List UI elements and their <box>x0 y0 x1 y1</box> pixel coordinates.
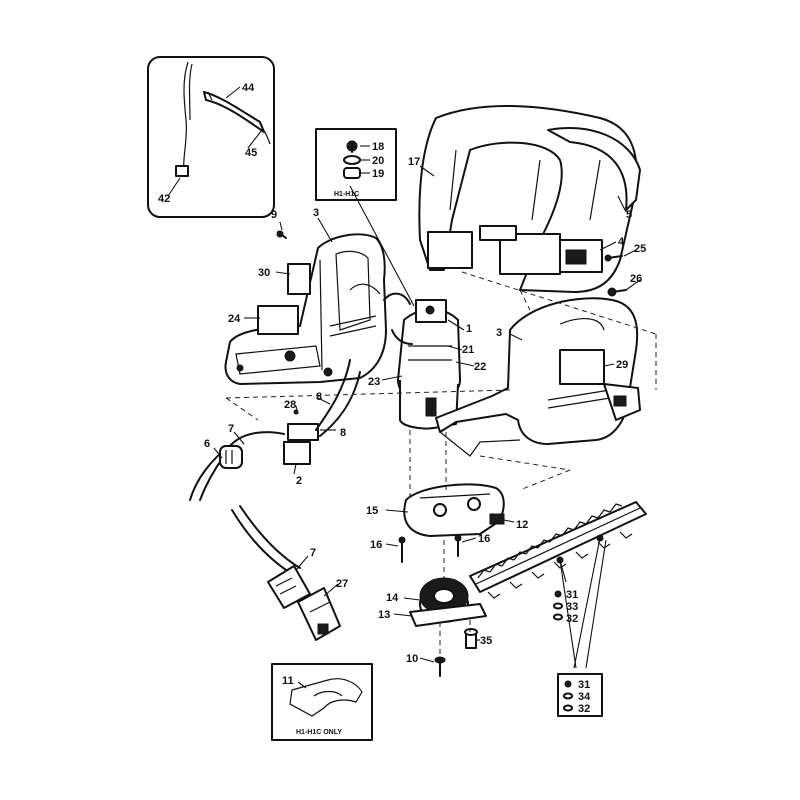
drive-gear <box>409 577 487 627</box>
inset-cable-clip <box>147 56 275 218</box>
callout-22: 22 <box>474 361 486 373</box>
inset-leaders-1 <box>167 86 263 197</box>
callout-33: 33 <box>566 601 578 613</box>
callout-31b: 31 <box>578 679 590 691</box>
callout-2: 2 <box>296 475 302 487</box>
callout-28: 28 <box>284 399 296 411</box>
left-housing-half <box>224 233 387 385</box>
callout-26: 26 <box>630 273 642 285</box>
callout-4: 4 <box>618 236 625 248</box>
callout-16a: 16 <box>370 539 382 551</box>
right-housing-leaders <box>509 333 615 367</box>
blade-hardware-lower-box <box>557 673 603 717</box>
callout-21: 21 <box>462 344 474 356</box>
right-housing-half <box>435 297 641 457</box>
callout-32a: 32 <box>566 613 578 625</box>
callout-3b: 3 <box>496 327 502 339</box>
callout-32b: 32 <box>578 703 590 715</box>
front-handle-guard <box>418 105 641 293</box>
handle-leaders <box>419 165 641 291</box>
inset-motor-kit: H1-H1C <box>315 128 397 201</box>
gearbox-screws <box>398 534 462 563</box>
switch-and-cord <box>189 359 361 575</box>
screw-35 <box>464 628 478 649</box>
blade-hardware-upper <box>553 590 563 621</box>
plate-note: H1-H1C ONLY <box>296 729 342 736</box>
callout-1: 1 <box>466 323 472 335</box>
callout-19: 19 <box>372 168 384 180</box>
motor-kit-note: H1-H1C <box>334 191 359 198</box>
screw-9 <box>276 230 287 239</box>
assembly-dashed-lines <box>225 271 657 658</box>
callout-18: 18 <box>372 141 384 153</box>
callout-20: 20 <box>372 155 384 167</box>
callout-16b: 16 <box>478 533 490 545</box>
callout-7a: 7 <box>228 423 234 435</box>
label-plates <box>257 263 311 335</box>
callout-27: 27 <box>336 578 348 590</box>
gearbox <box>403 483 505 537</box>
callout-8b: 8 <box>340 427 346 439</box>
callout-35: 35 <box>480 635 492 647</box>
callout-15: 15 <box>366 505 378 517</box>
callout-42: 42 <box>158 193 170 205</box>
plug <box>267 565 341 641</box>
callout-24: 24 <box>228 313 241 325</box>
callout-5: 5 <box>626 209 632 221</box>
callout-9: 9 <box>271 209 277 221</box>
motor <box>383 292 461 430</box>
switch-leaders <box>213 397 339 597</box>
gearbox-leaders <box>385 509 515 547</box>
callout-25: 25 <box>634 243 646 255</box>
handle-screws <box>604 254 627 297</box>
callout-23: 23 <box>368 376 380 388</box>
callout-8a: 8 <box>316 391 322 403</box>
callout-13: 13 <box>378 609 390 621</box>
motor-leaders <box>349 185 475 381</box>
callout-12: 12 <box>516 519 528 531</box>
callout-17: 17 <box>408 156 420 168</box>
left-housing-leaders <box>244 217 333 319</box>
screw-10 <box>434 656 446 677</box>
callout-29: 29 <box>616 359 628 371</box>
callout-31a: 31 <box>566 589 578 601</box>
callout-45: 45 <box>245 147 257 159</box>
callout-7b: 7 <box>310 547 316 559</box>
callout-3a: 3 <box>313 207 319 219</box>
inset-bottom-plate: H1-H1C ONLY <box>271 663 373 741</box>
callout-44: 44 <box>242 82 255 94</box>
cutter-blade <box>469 501 647 599</box>
callout-14: 14 <box>386 592 399 604</box>
gear-leaders <box>393 597 480 663</box>
callout-11: 11 <box>282 675 294 687</box>
blade-pointer-lines <box>559 537 607 669</box>
callout-30: 30 <box>258 267 270 279</box>
callout-34: 34 <box>578 691 591 703</box>
callout-6: 6 <box>204 438 210 450</box>
callout-10: 10 <box>406 653 418 665</box>
